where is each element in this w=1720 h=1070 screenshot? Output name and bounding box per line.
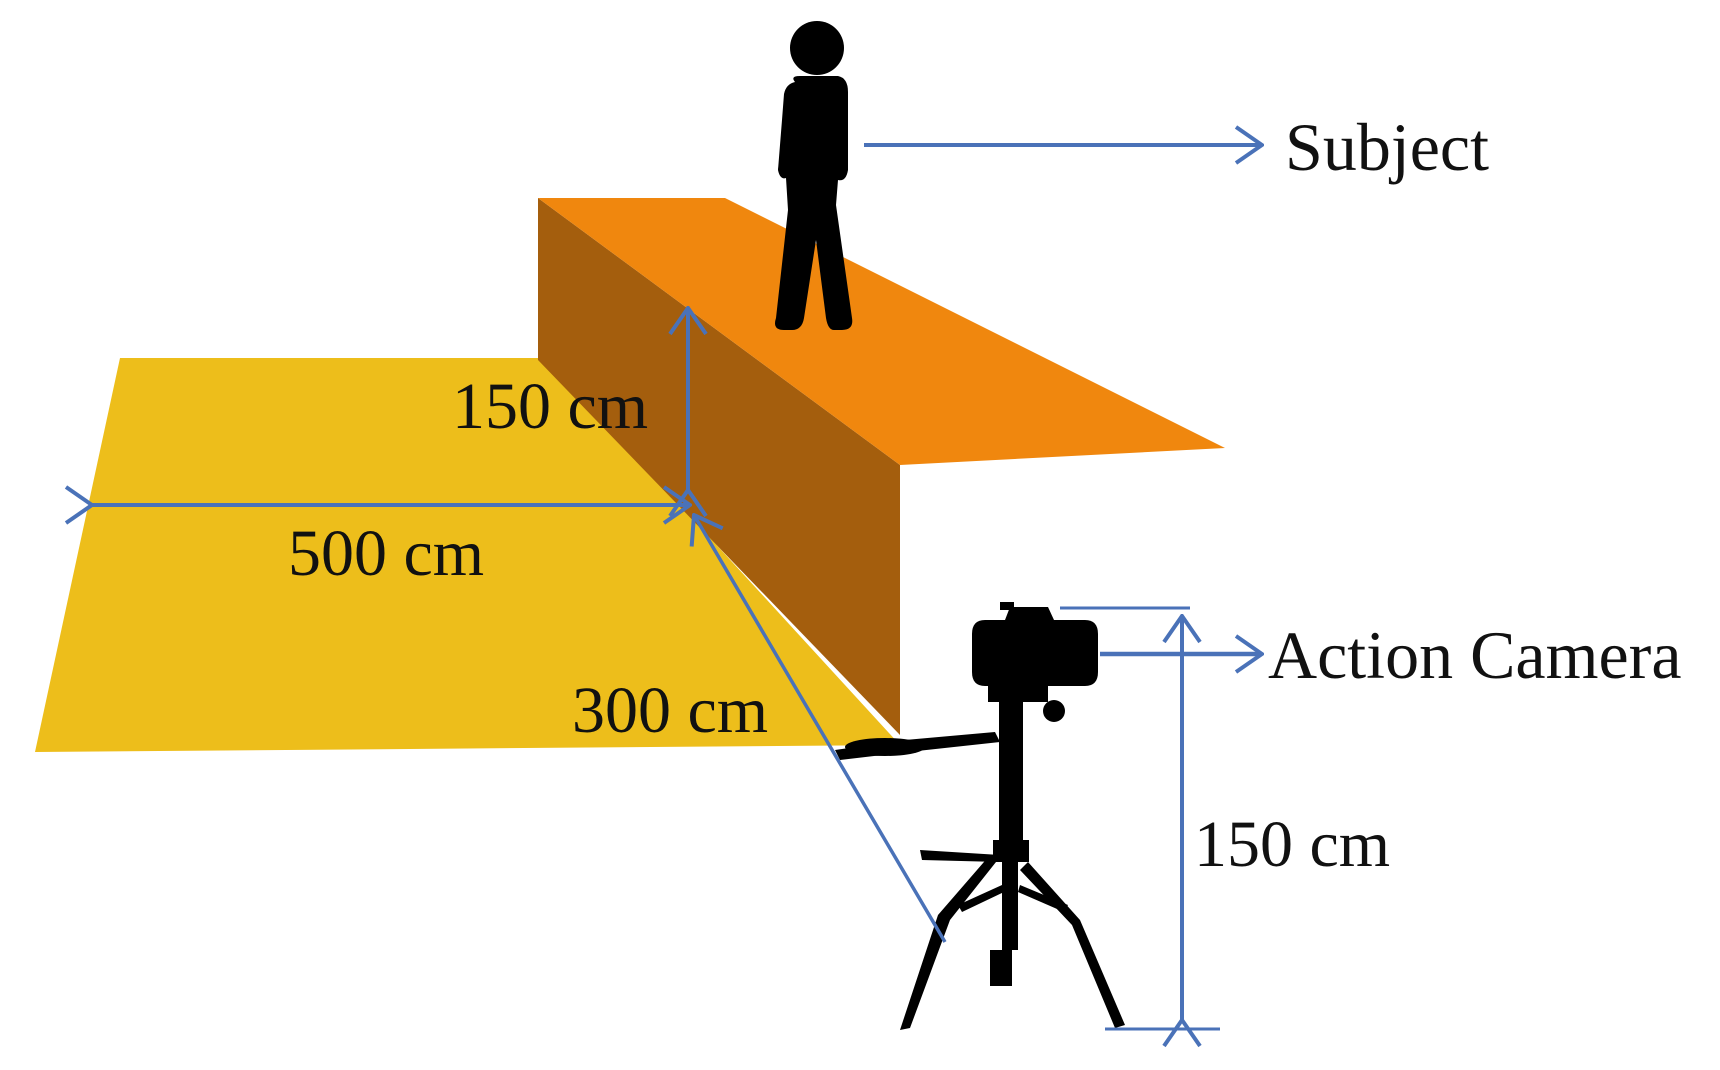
standing-person-icon	[775, 21, 853, 330]
wall-face	[538, 198, 900, 735]
floor-surface	[35, 358, 900, 752]
tripod-icon	[835, 684, 1125, 1030]
camera-distance-arrow	[694, 515, 947, 943]
camera-distance-label: 300 cm	[572, 674, 768, 747]
subject-label: Subject	[1285, 109, 1489, 185]
action-camera-label: Action Camera	[1268, 617, 1682, 693]
platform-top	[538, 198, 1225, 465]
wall-height-label: 150 cm	[452, 370, 648, 443]
camera-height-label: 150 cm	[1194, 808, 1390, 881]
floor-width-label: 500 cm	[288, 517, 484, 590]
camera-icon	[972, 602, 1098, 686]
